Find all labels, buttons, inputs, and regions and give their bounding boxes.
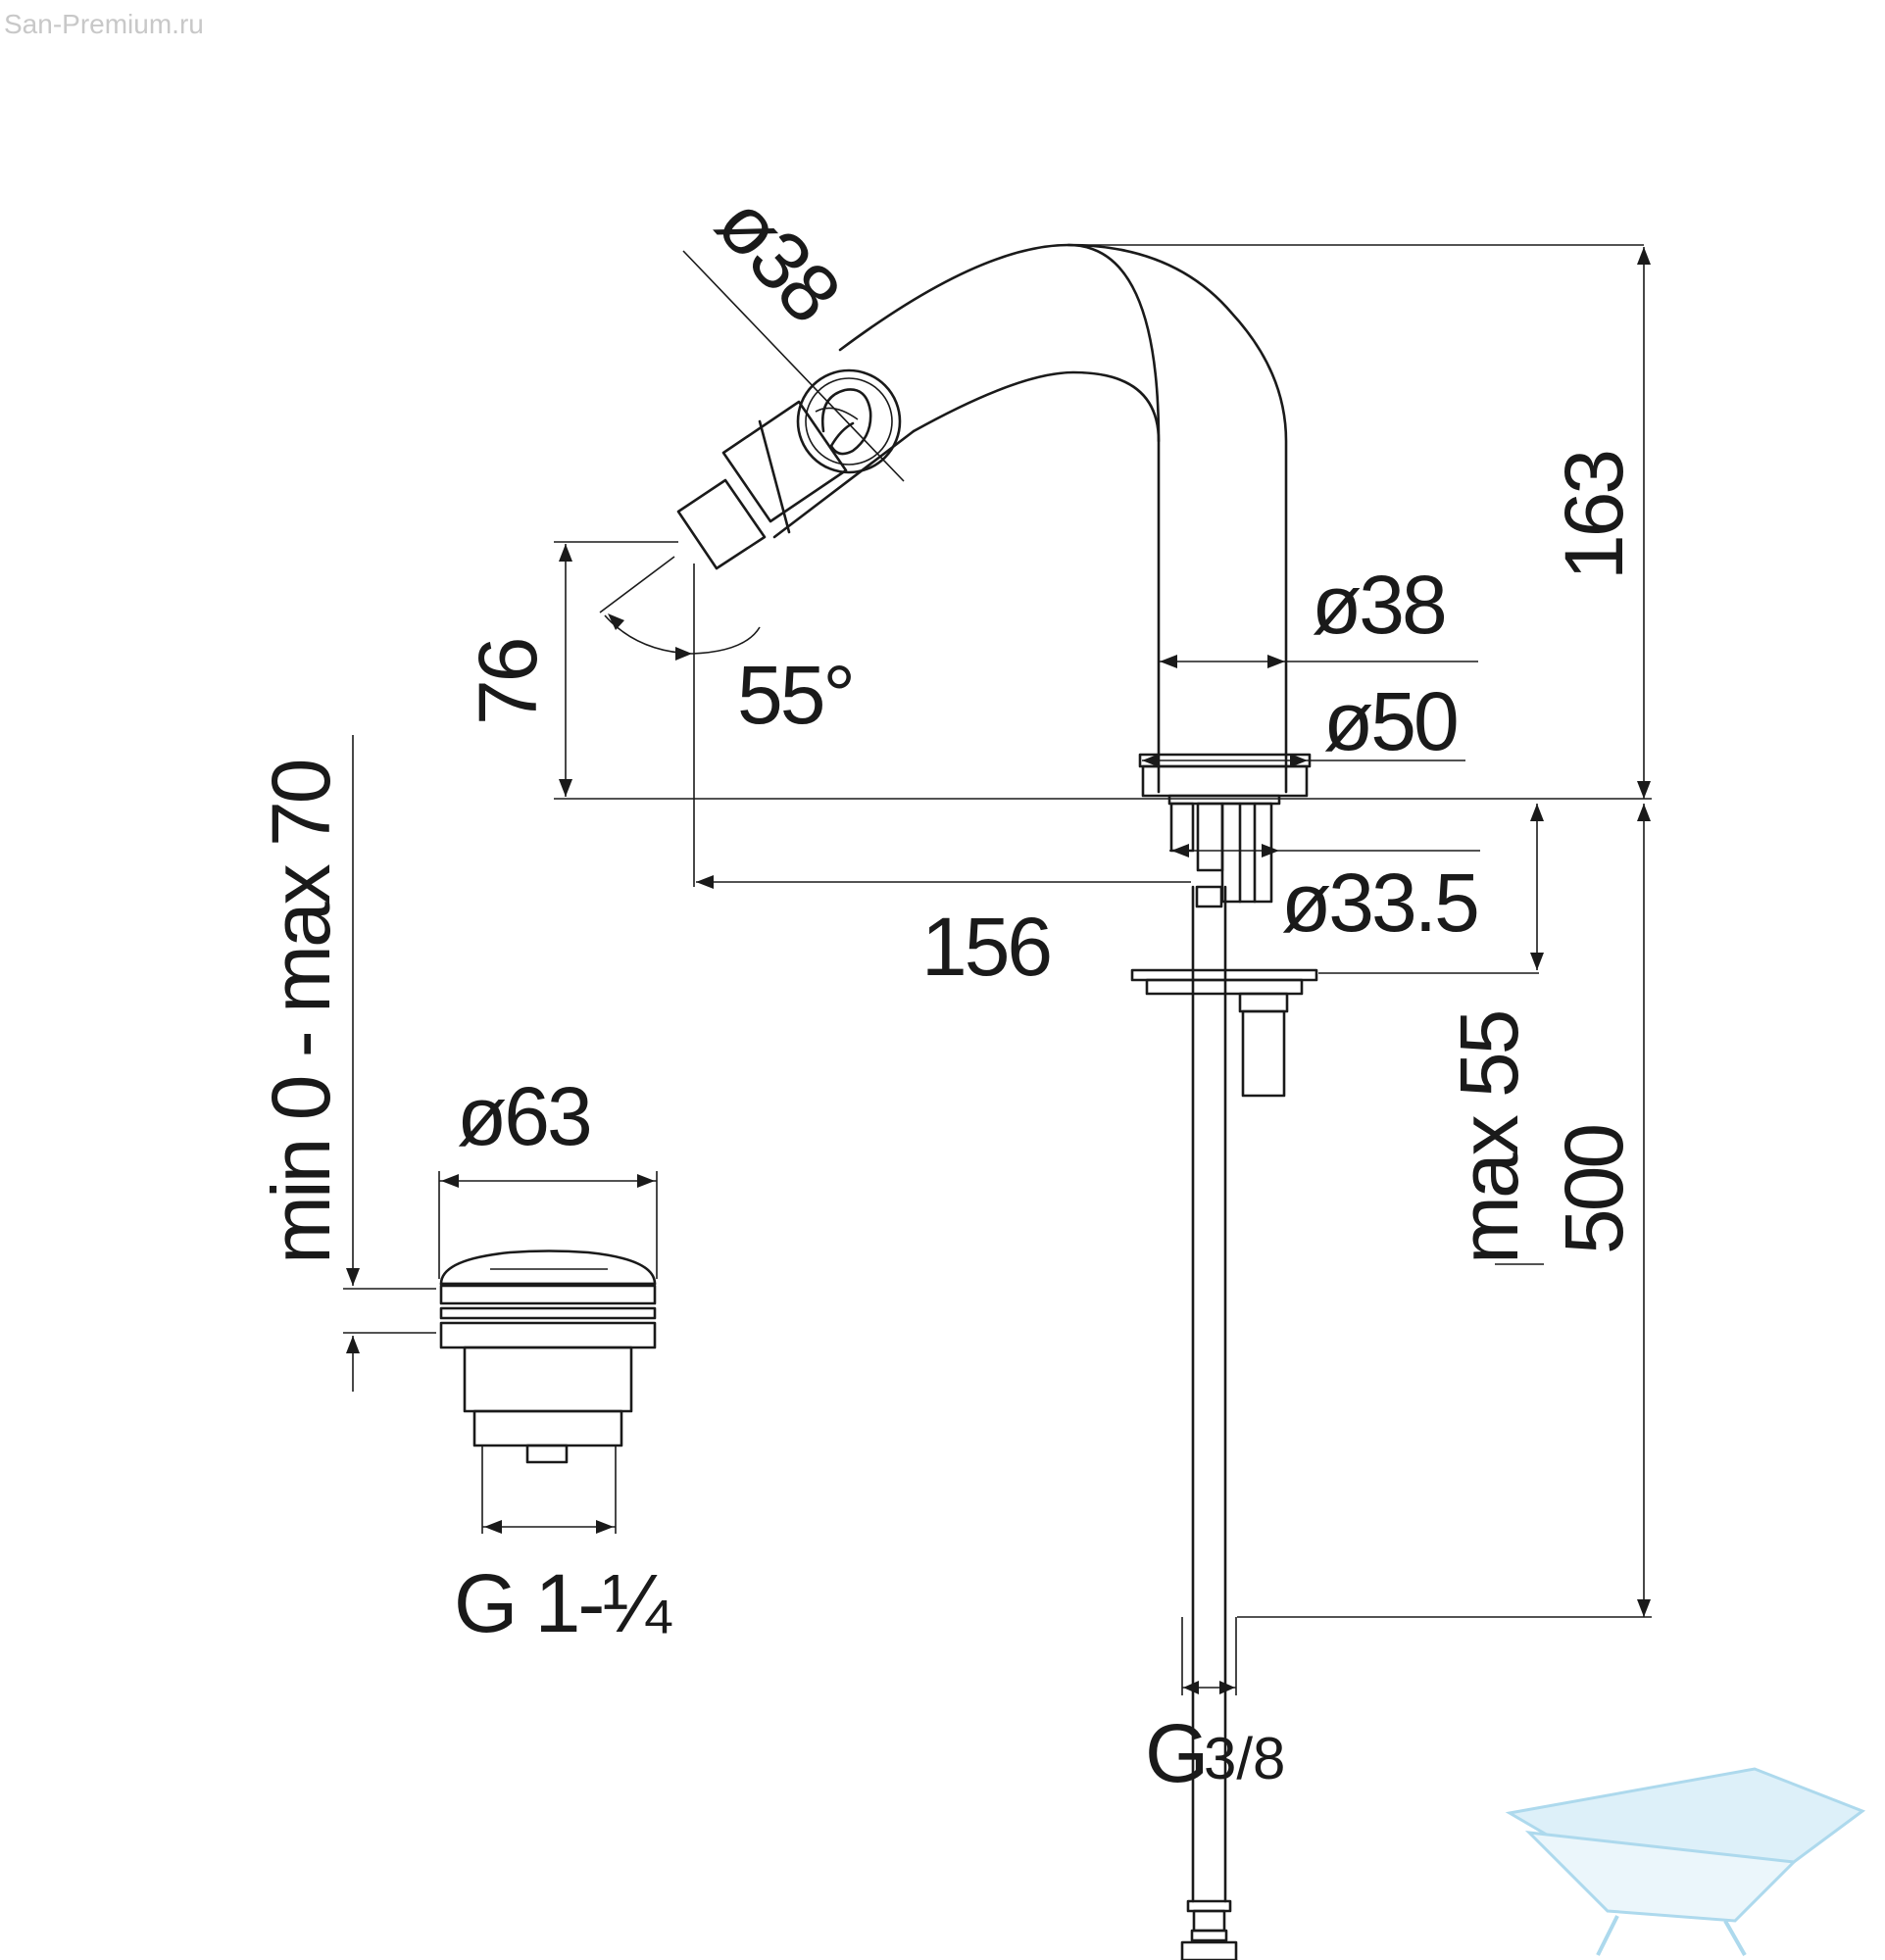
spout-reach-label: 156	[921, 901, 1050, 993]
drain-waste	[439, 1250, 657, 1464]
thread-diameter-label: ø33.5	[1281, 857, 1477, 949]
faucet-dimension-lines	[554, 247, 1652, 1695]
faucet-body	[676, 243, 1644, 794]
handle-diameter-label: ø38	[700, 177, 858, 338]
flexible-hose	[1180, 885, 1238, 1960]
drain-cap-diameter-label: ø63	[457, 1070, 590, 1162]
drain-thread-label: G 1-¼	[454, 1557, 671, 1649]
body-diameter-label: ø38	[1312, 559, 1445, 651]
base-diameter-label: ø50	[1323, 675, 1457, 767]
height-total-label: 163	[1548, 452, 1640, 580]
hose-connection-fraction: 3/8	[1204, 1726, 1285, 1791]
hose-connection-label: G	[1145, 1707, 1206, 1799]
faucet-base	[1130, 753, 1318, 1098]
spout-height-label: 76	[462, 639, 554, 725]
lever-handle	[796, 368, 902, 474]
spray-angle-label: 55°	[737, 649, 853, 741]
deck-thickness-label: max 55	[1443, 1011, 1535, 1264]
drain-dimension-lines	[343, 735, 658, 1534]
drain-range-label: min 0 - max 70	[255, 760, 347, 1264]
hose-length-label: 500	[1548, 1126, 1640, 1254]
watermark-text: San-Premium.ru	[4, 9, 204, 39]
bathtub-logo-icon	[1505, 1767, 1866, 1956]
